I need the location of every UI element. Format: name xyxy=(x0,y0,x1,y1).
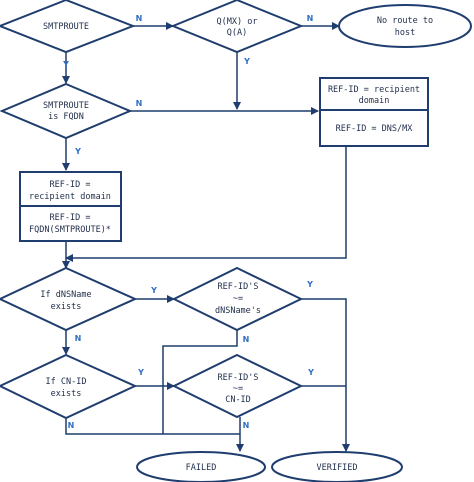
label-refid-dnsname-yes: Y xyxy=(306,280,313,289)
decision-qmx xyxy=(170,0,304,54)
refid-dnsmx-text: REF-ID = DNS/MX xyxy=(336,124,414,134)
label-qmx-no: N xyxy=(307,14,314,23)
cnid-exists-line2: exists xyxy=(51,389,82,399)
noroute-text-line2: host xyxy=(395,28,415,38)
fqdn-text-line1: SMTPROUTE xyxy=(43,101,89,111)
edge-cnid-no xyxy=(65,418,240,435)
refid-rd-right-line2: domain xyxy=(359,96,390,106)
refid-fqdn-line1: REF-ID = xyxy=(50,213,91,223)
refid-cnid-line2: ~= xyxy=(233,384,243,394)
edge-refid-dnsname-verified xyxy=(301,298,350,452)
label-dnsname-no: N xyxy=(75,334,82,343)
refid-dnsname-line3: dNSName's xyxy=(215,306,261,316)
noroute-text-line1: No route to xyxy=(377,16,433,26)
refid-fqdn-line2: FQDN(SMTPROUTE)* xyxy=(29,225,111,235)
label-refid-dnsname-no: N xyxy=(243,335,250,344)
label-qmx-yes: Y xyxy=(243,57,250,66)
dnsname-exists-line1: If dNSName xyxy=(40,290,91,300)
label-cnid-yes: Y xyxy=(137,368,144,377)
label-fqdn-no: N xyxy=(136,99,143,108)
decision-dnsname-exists xyxy=(0,266,138,332)
label-dnsname-yes: Y xyxy=(150,286,157,295)
qmx-text-line1: Q(MX) or xyxy=(217,17,258,27)
node-labels: SMTPROUTE Q(MX) or Q(A) No route to host… xyxy=(29,16,433,473)
smtproute-text: SMTPROUTE xyxy=(43,22,89,32)
refid-rd-left-line2: recipient domain xyxy=(29,192,111,202)
edge-labels: N N Y Y N Y Y N Y N Y N Y N xyxy=(62,14,314,430)
label-fqdn-yes: Y xyxy=(74,147,81,156)
qmx-text-line2: Q(A) xyxy=(227,28,247,38)
edge-refid-dnsname-no xyxy=(162,330,238,434)
refid-cnid-line3: CN-ID xyxy=(225,395,251,405)
verified-text: VERIFIED xyxy=(317,463,358,473)
connectors xyxy=(62,22,350,452)
fqdn-text-line2: is FQDN xyxy=(48,112,84,122)
decision-smtproute xyxy=(0,0,136,54)
refid-dnsname-line1: REF-ID'S xyxy=(218,282,259,292)
label-refid-cnid-yes: Y xyxy=(307,368,314,377)
terminal-verified xyxy=(271,451,403,482)
decision-refid-cnid xyxy=(171,353,304,419)
dnsname-exists-line2: exists xyxy=(51,302,82,312)
edge-refid-dnsmx-merge xyxy=(65,146,347,262)
refid-dnsname-line2: ~= xyxy=(233,294,243,304)
decision-fqdn xyxy=(0,82,133,140)
failed-text: FAILED xyxy=(186,463,217,473)
decision-cnid-exists xyxy=(0,353,138,420)
cnid-exists-line1: If CN-ID xyxy=(46,377,87,387)
label-smtproute-no: N xyxy=(136,14,143,23)
terminal-failed xyxy=(136,451,266,482)
terminal-no-route xyxy=(338,4,472,48)
refid-rd-right-line1: REF-ID = recipient xyxy=(328,85,420,95)
decision-refid-dnsname xyxy=(171,266,304,332)
label-cnid-no: N xyxy=(68,421,75,430)
process-refid-rd-right xyxy=(319,77,429,147)
label-refid-cnid-no: N xyxy=(243,421,250,430)
refid-rd-left-line1: REF-ID = xyxy=(50,180,91,190)
label-smtproute-yes: Y xyxy=(62,60,69,69)
refid-cnid-line1: REF-ID'S xyxy=(218,373,259,383)
